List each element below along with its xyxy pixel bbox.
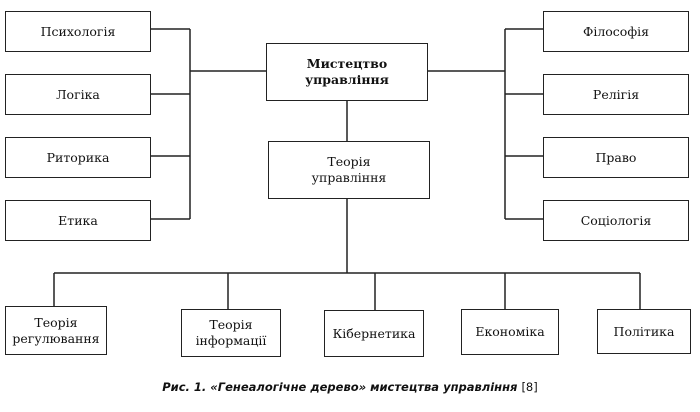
bottom-0-line1: Теорія (34, 314, 78, 330)
node-ethics: Етика (5, 200, 151, 241)
node-psychology: Психологія (5, 11, 151, 52)
bottom-1-line1: Теорія (209, 317, 253, 333)
node-politics: Політика (597, 309, 691, 354)
node-cybernetics: Кібернетика (324, 310, 424, 357)
bottom-1-line2: інформації (195, 333, 267, 348)
root-line2: управління (305, 72, 389, 87)
right-bus (428, 28, 543, 220)
node-rhetoric: Риторика (5, 137, 151, 178)
node-law: Право (543, 137, 689, 178)
node-sociology: Соціологія (543, 200, 689, 241)
left-bus (151, 28, 266, 220)
node-philosophy: Філософія (543, 11, 689, 52)
node-economics: Економіка (461, 309, 559, 355)
figure-caption: Рис. 1. «Генеалогічне дерево» мистецтва … (0, 380, 700, 394)
caption-text: Рис. 1. «Генеалогічне дерево» мистецтва … (162, 380, 518, 394)
theory-line2: управління (311, 170, 387, 185)
node-religion: Релігія (543, 74, 689, 115)
caption-reference: [8] (521, 380, 538, 394)
bottom-0-line2: регулювання (12, 330, 100, 346)
root-line1: Мистецтво (306, 56, 388, 72)
node-logic: Логіка (5, 74, 151, 115)
bottom-bus (53, 272, 641, 310)
theory-line1: Теорія (327, 154, 371, 170)
